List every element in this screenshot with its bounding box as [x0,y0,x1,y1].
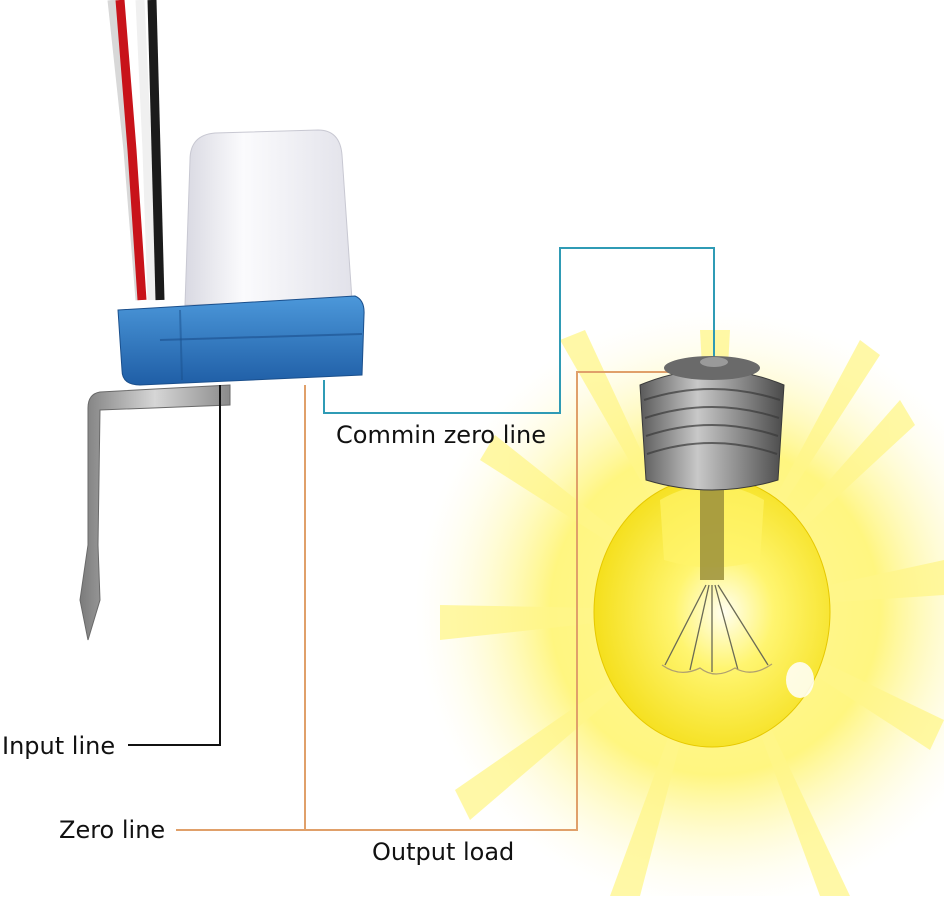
common-zero-wire [323,247,715,414]
photocell-sensor [117,129,365,386]
input-line-wire [128,385,221,746]
zero-line-label: Zero line [59,816,166,844]
zero-line-wire [176,371,700,831]
mounting-bracket [79,384,231,641]
common-zero-line-label: Commin zero line [336,421,547,449]
input-line-label: Input line [2,732,116,760]
output-load-label: Output load [372,838,515,866]
light-bulb [593,356,831,748]
sensor-lead-wires [107,0,165,301]
